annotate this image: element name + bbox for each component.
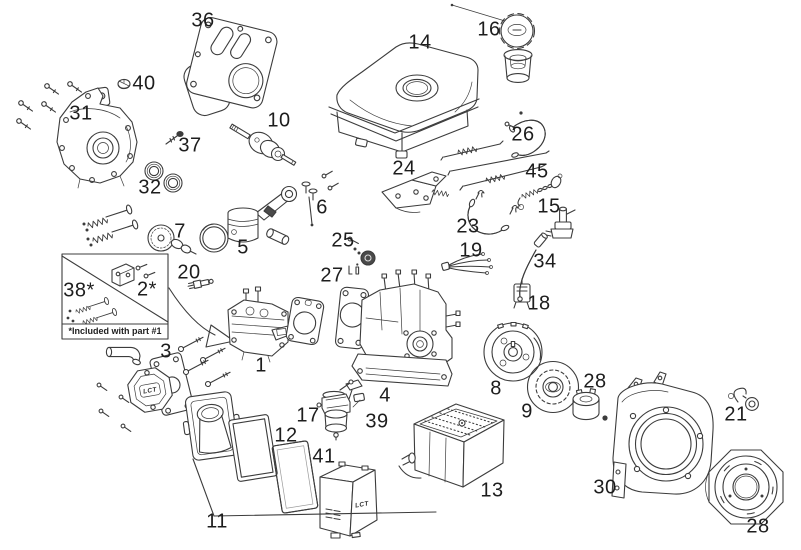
- part-camshaft: [147, 224, 197, 255]
- callout-36-0: 36: [191, 9, 215, 32]
- callout-15-11: 15: [537, 195, 561, 218]
- part-muffler-box: [398, 403, 505, 488]
- callout-28-26: 28: [583, 370, 607, 393]
- callout-37-7: 37: [178, 134, 202, 157]
- callout-5-16: 5: [237, 236, 249, 259]
- callout-16-1: 16: [477, 18, 501, 41]
- callout-41-34: 41: [312, 445, 336, 468]
- callout-11-37: 11: [206, 510, 228, 533]
- part-cylinder-head: [227, 286, 293, 363]
- part-cooling-fan: [526, 360, 580, 414]
- part-carburetor: [316, 379, 354, 441]
- part-crankcase-cover: [56, 86, 138, 189]
- part-ignition-coil: [513, 278, 531, 309]
- part-drain-screw: [165, 131, 184, 145]
- callout-19-17: 19: [459, 239, 483, 262]
- part-aircleaner-cover: [319, 461, 378, 539]
- callout-23-13: 23: [456, 215, 480, 238]
- callout-32-10: 32: [138, 176, 162, 199]
- part-wire-set: [441, 252, 493, 275]
- part-keys: [348, 263, 360, 275]
- pointer-arrow: [168, 287, 235, 348]
- callout-38star-21: 38*: [63, 279, 95, 302]
- callout-14-2: 14: [408, 31, 432, 54]
- part-choke-lever: [345, 379, 365, 408]
- callout-9-29: 9: [521, 400, 533, 423]
- part-flywheel: [483, 321, 543, 382]
- part-fuel-valve: [545, 206, 576, 239]
- part-fuel-tank: [328, 42, 480, 159]
- part-fuel-cap: [450, 3, 536, 83]
- part-exhaust-elbow: [105, 346, 141, 366]
- callout-27-20: 27: [320, 264, 344, 287]
- callout-7-14: 7: [174, 220, 186, 243]
- callout-34-18: 34: [533, 250, 557, 273]
- part-plug-wire: [517, 232, 548, 302]
- part-foam-element: [271, 440, 319, 514]
- callout-10-5: 10: [267, 109, 291, 132]
- callout-1-25: 1: [255, 354, 267, 377]
- part-bearings: [144, 161, 183, 193]
- callout-3-24: 3: [160, 340, 172, 363]
- part-head-gasket: [285, 296, 325, 346]
- part-muffler-small: [127, 352, 194, 416]
- part-gasket-set: [183, 17, 278, 117]
- callout-30-35: 30: [593, 476, 617, 499]
- callout-20-19: 20: [177, 261, 201, 284]
- callout-39-32: 39: [365, 410, 389, 433]
- callout-25-15: 25: [331, 229, 355, 252]
- part-piston-rings-rod: [199, 185, 298, 253]
- callout-6-12: 6: [316, 196, 328, 219]
- callout-40-3: 40: [132, 72, 156, 95]
- inset-note: *Included with part #1: [68, 326, 162, 336]
- inset-box: [61, 253, 169, 340]
- part-spark-plug: [187, 278, 214, 290]
- callout-31-4: 31: [69, 102, 93, 125]
- callout-24-8: 24: [392, 157, 416, 180]
- callout-18-23: 18: [527, 292, 551, 315]
- brand-mark-1: LCT: [354, 500, 370, 510]
- governor-rods: [440, 140, 550, 191]
- part-valves-springs: [82, 203, 140, 247]
- callout-17-30: 17: [296, 404, 320, 427]
- leader-line-11: [192, 458, 437, 517]
- callout-8-27: 8: [490, 377, 502, 400]
- part-recoil-starter: [705, 449, 784, 525]
- brand-mark-0: LCT: [142, 386, 158, 396]
- part-control-bracket: [381, 171, 450, 213]
- part-breather-hose: [467, 189, 519, 235]
- callout-12-33: 12: [274, 424, 298, 447]
- part-seal-bolt: [346, 235, 376, 266]
- callout-28-38: 28: [746, 515, 770, 538]
- part-oil-plug: [117, 78, 131, 90]
- callout-2star-22: 2*: [137, 278, 157, 301]
- part-air-filter: [228, 414, 278, 482]
- callout-26-6: 26: [511, 123, 535, 146]
- part-fuel-pipe: [503, 111, 546, 158]
- part-blower-housing: [611, 371, 714, 499]
- part-aircleaner-housing: [182, 391, 241, 461]
- part-engine-block: [334, 269, 461, 387]
- callout-4-28: 4: [379, 384, 391, 407]
- callout-21-31: 21: [724, 403, 748, 426]
- part-starter-cup: [572, 388, 608, 421]
- part-stop-switch: [728, 387, 759, 411]
- part-crankshaft: [229, 123, 297, 166]
- callout-13-36: 13: [480, 479, 504, 502]
- callout-45-9: 45: [525, 160, 549, 183]
- part-choke-linkage: [517, 173, 563, 210]
- part-tappets-pushrod: [301, 169, 340, 227]
